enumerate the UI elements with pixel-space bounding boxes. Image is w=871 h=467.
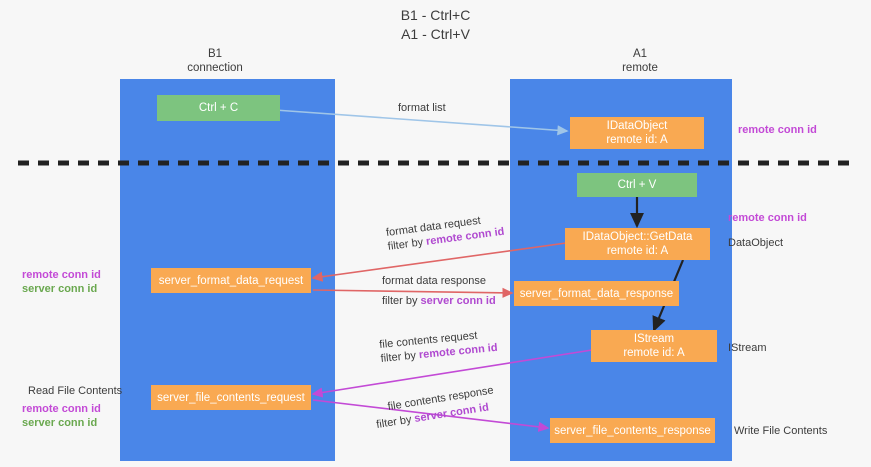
- node-server-file-contents-response[interactable]: server_file_contents_response: [550, 418, 715, 443]
- note-left-server-conn-bottom: server conn id: [22, 417, 98, 429]
- node-idataobject-line2: remote id: A: [606, 134, 668, 146]
- node-server-format-data-request[interactable]: server_format_data_request: [151, 268, 311, 293]
- node-idataobject-getdata[interactable]: IDataObject::GetData remote id: A: [565, 228, 710, 260]
- node-server-format-data-response[interactable]: server_format_data_response: [514, 281, 679, 306]
- note-right-remote-conn-mid: remote conn id: [728, 212, 807, 224]
- note-left-read-file-contents: Read File Contents: [28, 385, 123, 397]
- edge-label-fmt-resp-line2: filter by server conn id: [382, 295, 496, 307]
- node-istream-line2: remote id: A: [623, 347, 685, 359]
- node-idataobject[interactable]: IDataObject remote id: A: [570, 117, 704, 149]
- page-title: B1 - Ctrl+C A1 - Ctrl+V: [0, 6, 871, 44]
- note-left-conn-ids-mid: remote conn id server conn id: [22, 268, 101, 296]
- node-istream-line1: IStream: [633, 333, 675, 345]
- node-file-response-label: server_file_contents_response: [554, 424, 711, 437]
- note-right-write-file-contents: Write File Contents: [734, 425, 828, 437]
- edge-label-format-data-request: format data request filter by remote con…: [385, 211, 505, 254]
- note-right-istream: IStream: [728, 342, 767, 354]
- node-fmt-response-label: server_format_data_response: [519, 287, 674, 300]
- note-right-remote-conn-top: remote conn id: [738, 124, 817, 136]
- edge-label-format-data-response: format data response filter by server co…: [382, 274, 496, 308]
- note-left-conn-ids-bottom: remote conn id server conn id: [22, 402, 101, 430]
- lane-header-b1: B1 connection: [145, 47, 285, 75]
- node-ctrl-c[interactable]: Ctrl + C: [157, 95, 280, 121]
- lane-header-b1-line2: connection: [187, 62, 243, 74]
- node-idataobject-line1: IDataObject: [606, 120, 668, 132]
- lane-header-b1-line1: B1: [207, 48, 223, 60]
- lane-header-a1: A1 remote: [570, 47, 710, 75]
- node-ctrl-v[interactable]: Ctrl + V: [577, 173, 697, 197]
- edge-label-format-list-line1: format list: [398, 102, 446, 114]
- node-file-request-label: server_file_contents_request: [157, 391, 305, 404]
- lane-header-a1-line2: remote: [622, 62, 658, 74]
- node-getdata-line2: remote id: A: [606, 245, 669, 257]
- edge-label-file-contents-response: file contents response filter by server …: [375, 383, 497, 431]
- node-getdata-line1: IDataObject::GetData: [582, 231, 693, 243]
- note-right-dataobject: DataObject: [728, 237, 784, 249]
- node-fmt-request-label: server_format_data_request: [158, 274, 304, 287]
- node-ctrl-c-line1: Ctrl + C: [198, 102, 239, 114]
- title-line-1: B1 - Ctrl+C: [400, 7, 471, 23]
- note-left-remote-conn-mid: remote conn id: [22, 269, 101, 281]
- edge-label-fmt-resp-line1: format data response: [382, 275, 486, 287]
- edge-label-file-contents-request: file contents request filter by remote c…: [379, 327, 499, 366]
- node-server-file-contents-request[interactable]: server_file_contents_request: [151, 385, 311, 410]
- note-left-remote-conn-bottom: remote conn id: [22, 403, 101, 415]
- note-left-server-conn-mid: server conn id: [22, 283, 98, 295]
- node-ctrl-v-line1: Ctrl + V: [617, 179, 657, 191]
- node-istream[interactable]: IStream remote id: A: [591, 330, 717, 362]
- edge-label-format-list: format list: [398, 101, 446, 115]
- lane-header-a1-line1: A1: [632, 48, 648, 60]
- hl-server-conn-id: server conn id: [420, 295, 496, 307]
- title-line-2: A1 - Ctrl+V: [401, 26, 470, 42]
